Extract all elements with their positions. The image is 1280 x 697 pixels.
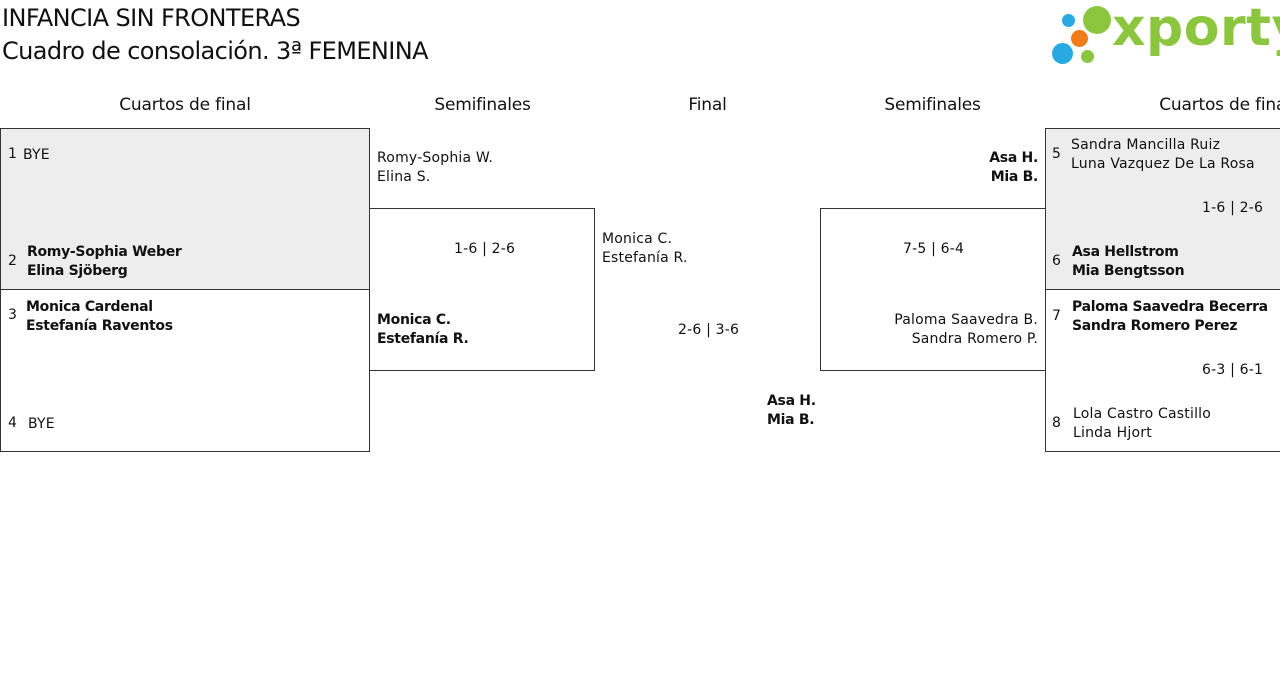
player-name: Asa Hellstrom bbox=[1072, 244, 1179, 260]
match-box-right-qf2 bbox=[1045, 289, 1280, 452]
player-name: Sandra Mancilla Ruiz bbox=[1071, 137, 1221, 153]
player-bye: BYE bbox=[23, 147, 50, 163]
match-box-left-qf1 bbox=[0, 128, 370, 290]
logo-wordmark: xporty bbox=[1112, 0, 1280, 58]
match-box-right-qf1 bbox=[1045, 128, 1280, 290]
player-name: Mia B. bbox=[990, 169, 1039, 185]
player-name: Lola Castro Castillo bbox=[1073, 406, 1212, 422]
match-score: 1-6 | 2-6 bbox=[454, 241, 516, 257]
seed-number: 4 bbox=[8, 415, 17, 431]
column-heading-right-semifinals: Semifinales bbox=[884, 95, 981, 115]
seed-number: 2 bbox=[8, 253, 17, 269]
logo-dot-orange bbox=[1071, 30, 1088, 47]
tournament-title: INFANCIA SIN FRONTERAS bbox=[2, 4, 301, 32]
logo-dot-green-small bbox=[1081, 50, 1094, 63]
player-name: Monica C. bbox=[602, 231, 673, 247]
logo-dot-blue-top bbox=[1062, 14, 1075, 27]
player-name: Estefanía R. bbox=[602, 250, 688, 266]
player-name: Estefanía R. bbox=[377, 331, 469, 347]
player-name: Sandra Romero Perez bbox=[1072, 318, 1238, 334]
player-bye: BYE bbox=[28, 416, 55, 432]
logo-dot-blue-large bbox=[1052, 43, 1073, 64]
seed-number: 8 bbox=[1052, 415, 1061, 431]
player-name: Paloma Saavedra Becerra bbox=[1072, 299, 1268, 315]
champion-name: Mia B. bbox=[767, 412, 815, 428]
player-name: Luna Vazquez De La Rosa bbox=[1071, 156, 1255, 172]
seed-number: 5 bbox=[1052, 146, 1061, 162]
player-name: Mia Bengtsson bbox=[1072, 263, 1185, 279]
player-name: Romy-Sophia W. bbox=[377, 150, 494, 166]
xporty-logo[interactable]: xporty bbox=[1052, 0, 1280, 66]
column-heading-left-quarterfinals: Cuartos de final bbox=[119, 95, 251, 115]
seed-number: 3 bbox=[8, 307, 17, 323]
column-heading-left-semifinals: Semifinales bbox=[434, 95, 531, 115]
player-name: Paloma Saavedra B. bbox=[894, 312, 1038, 328]
match-box-left-semifinal bbox=[369, 208, 595, 371]
draw-subtitle: Cuadro de consolación. 3ª FEMENINA bbox=[2, 37, 429, 65]
champion-name: Asa H. bbox=[767, 393, 816, 409]
match-score: 2-6 | 3-6 bbox=[678, 322, 740, 338]
player-name: Monica Cardenal bbox=[26, 299, 153, 315]
player-name: Monica C. bbox=[377, 312, 451, 328]
match-score: 7-5 | 6-4 bbox=[903, 241, 965, 257]
logo-dot-green-large bbox=[1083, 6, 1111, 34]
player-name: Sandra Romero P. bbox=[911, 331, 1038, 347]
seed-number: 7 bbox=[1052, 308, 1061, 324]
player-name: Linda Hjort bbox=[1073, 425, 1152, 441]
player-name: Asa H. bbox=[989, 150, 1038, 166]
match-score: 6-3 | 6-1 bbox=[1202, 362, 1264, 378]
column-heading-final: Final bbox=[688, 95, 727, 115]
seed-number: 1 bbox=[8, 146, 17, 162]
player-name: Elina Sjöberg bbox=[27, 263, 128, 279]
player-name: Romy-Sophia Weber bbox=[27, 244, 182, 260]
player-name: Estefanía Raventos bbox=[26, 318, 173, 334]
column-heading-right-quarterfinals: Cuartos de final bbox=[1159, 95, 1280, 115]
seed-number: 6 bbox=[1052, 253, 1061, 269]
player-name: Elina S. bbox=[377, 169, 431, 185]
match-score: 1-6 | 2-6 bbox=[1202, 200, 1264, 216]
